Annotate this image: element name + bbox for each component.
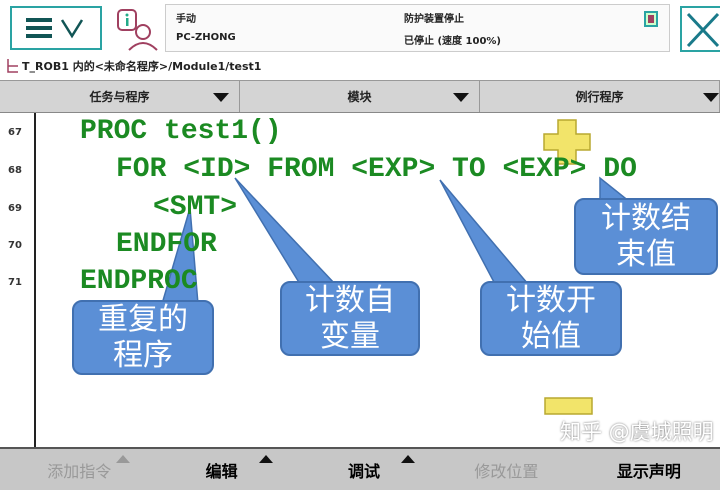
- callout-end-value: 计数结束值: [574, 198, 718, 275]
- tab-label: 模块: [347, 90, 372, 104]
- status-bar[interactable]: 手动 PC-ZHONG 防护装置停止 已停止 (速度 100%): [165, 4, 670, 52]
- button-label: 添加指令: [47, 461, 112, 481]
- close-button[interactable]: [680, 6, 720, 52]
- dropdown-arrow-icon: [213, 93, 229, 102]
- controller-name: PC-ZHONG: [176, 32, 236, 43]
- dropdown-arrow-icon: [703, 93, 719, 102]
- callout-counter: 计数自变量: [280, 281, 420, 356]
- zoom-in-icon: [543, 119, 591, 165]
- add-instruction-button[interactable]: 添加指令: [8, 449, 150, 490]
- record-icon: [644, 11, 658, 27]
- arrow-up-icon: [116, 455, 131, 463]
- line-number: 69: [8, 203, 22, 214]
- line-number: 71: [8, 277, 22, 288]
- button-label: 显示声明: [616, 461, 681, 481]
- button-label: 编辑: [205, 461, 238, 481]
- line-number: 70: [8, 240, 22, 251]
- bottom-toolbar: 添加指令 编辑 调试 修改位置 显示声明: [0, 447, 720, 490]
- safety-status: 防护装置停止: [404, 14, 464, 25]
- dropdown-arrow-icon: [453, 93, 469, 102]
- tab-modules[interactable]: 模块: [240, 81, 480, 112]
- button-label: 修改位置: [474, 461, 539, 481]
- header: 手动 PC-ZHONG 防护装置停止 已停止 (速度 100%): [0, 0, 720, 55]
- modify-position-button[interactable]: 修改位置: [435, 449, 577, 490]
- tab-label: 例行程序: [575, 90, 624, 104]
- menu-icon: [26, 18, 84, 39]
- program-icon: [7, 59, 18, 73]
- breadcrumb: T_ROB1 内的<未命名程序>/Module1/test1: [22, 60, 262, 73]
- arrow-up-icon: [401, 455, 416, 463]
- code-line[interactable]: FOR <ID> FROM <EXP> TO <EXP> DO: [116, 154, 637, 185]
- pointer-start: [439, 179, 530, 285]
- close-icon: [686, 12, 720, 48]
- edit-button[interactable]: 编辑: [150, 449, 292, 490]
- tab-tasks-programs[interactable]: 任务与程序: [0, 81, 240, 112]
- mode-label: 手动: [176, 14, 196, 25]
- code-line[interactable]: ENDPROC: [80, 266, 198, 297]
- code-line[interactable]: <SMT>: [153, 192, 238, 223]
- code-line[interactable]: PROC test1(): [80, 116, 282, 147]
- watermark: 知乎 @虞城照明: [560, 420, 714, 444]
- run-status: 已停止 (速度 100%): [404, 36, 501, 47]
- callout-repeated: 重复的程序: [72, 300, 214, 375]
- debug-button[interactable]: 调试: [293, 449, 435, 490]
- operator-info-icon[interactable]: [115, 8, 160, 52]
- show-declarations-button[interactable]: 显示声明: [578, 449, 720, 490]
- tab-bar: 任务与程序 模块 例行程序: [0, 80, 720, 113]
- tab-label: 任务与程序: [89, 90, 150, 104]
- zoom-out-icon: [544, 397, 593, 415]
- arrow-up-icon: [258, 455, 273, 463]
- line-number: 68: [8, 165, 22, 176]
- button-label: 调试: [348, 461, 381, 481]
- line-number-gutter: 67 68 69 70 71: [0, 113, 36, 447]
- code-line[interactable]: ENDFOR: [116, 229, 217, 260]
- callout-start-value: 计数开始值: [480, 281, 622, 356]
- main-menu-button[interactable]: [10, 6, 102, 50]
- pointer-counter: [234, 177, 337, 285]
- line-number: 67: [8, 127, 22, 138]
